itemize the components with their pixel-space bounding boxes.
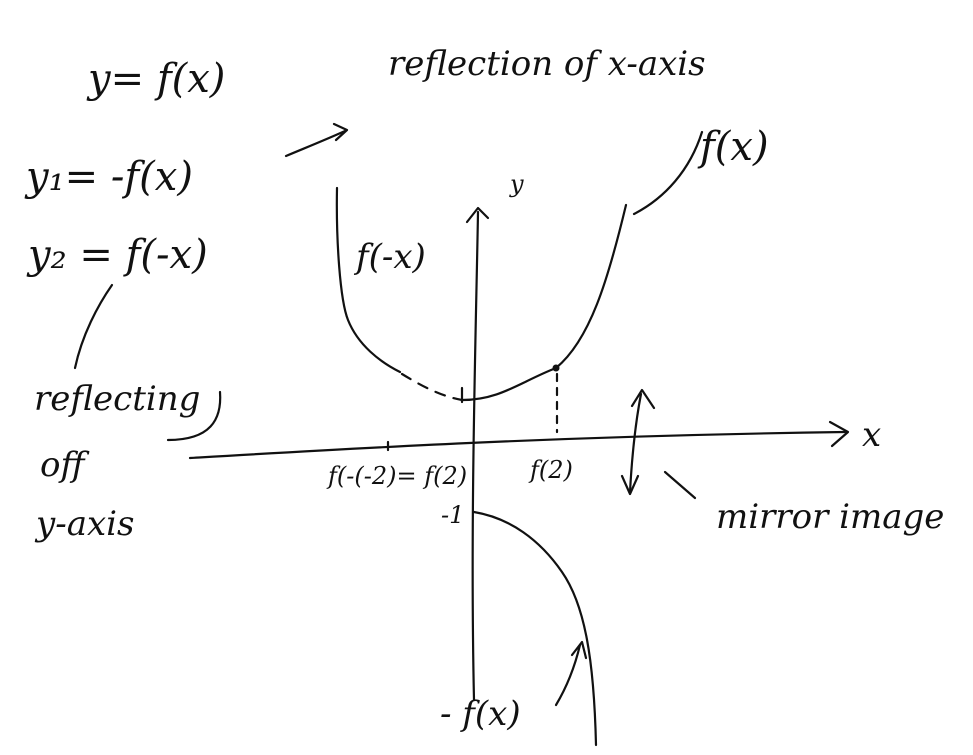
y-axis-arrowhead [465, 206, 490, 224]
y-axis [471, 210, 480, 702]
connector-y2-to-note [73, 283, 114, 370]
mirror-double-arrow [628, 392, 643, 494]
mirror-arrow-top-head [630, 388, 656, 410]
curve-neg-fx-leader [554, 640, 588, 707]
point-f2 [552, 364, 560, 372]
tick-label-f2: f(2) [528, 456, 573, 484]
curve-f-neg-x [335, 186, 402, 374]
x-axis-arrowhead [828, 420, 850, 448]
curve-neg-fx [472, 510, 598, 747]
reflecting-note-line3: y-axis [34, 504, 134, 544]
y-tick-negative-label: -1 [441, 501, 464, 529]
y-axis-label: y [509, 170, 524, 198]
equation-y2-f-neg-x: y₂ = f(-x) [26, 232, 208, 278]
reflecting-note-line2: off [40, 445, 89, 485]
mirror-leader [663, 470, 697, 500]
reflection-x-axis-title: reflection of x-axis [388, 44, 706, 84]
curve-f-neg-x-dashed [400, 372, 464, 402]
equation-y1-neg-fx: y₁= -f(x) [24, 154, 193, 200]
curve-fx-label-leader [632, 130, 704, 216]
mirror-arrow-bottom-head [620, 474, 640, 496]
tick-label-f-neg-neg-2: f(-(-2)= f(2) [326, 462, 467, 490]
arrow-to-reflection-x-axis [284, 122, 349, 158]
connector-note-to-axis [166, 390, 222, 442]
x-axis-label: x [862, 415, 881, 455]
curve-fx-label: f(x) [697, 124, 769, 170]
mirror-image-label: mirror image [716, 497, 944, 537]
curve-f-neg-x-label: f(-x) [353, 237, 426, 277]
equation-y-fx: y= f(x) [86, 56, 225, 102]
x-axis [188, 430, 847, 460]
curve-neg-fx-label: - f(x) [440, 694, 521, 734]
reflecting-note-line1: reflecting [34, 379, 200, 419]
curve-fx [460, 203, 628, 402]
